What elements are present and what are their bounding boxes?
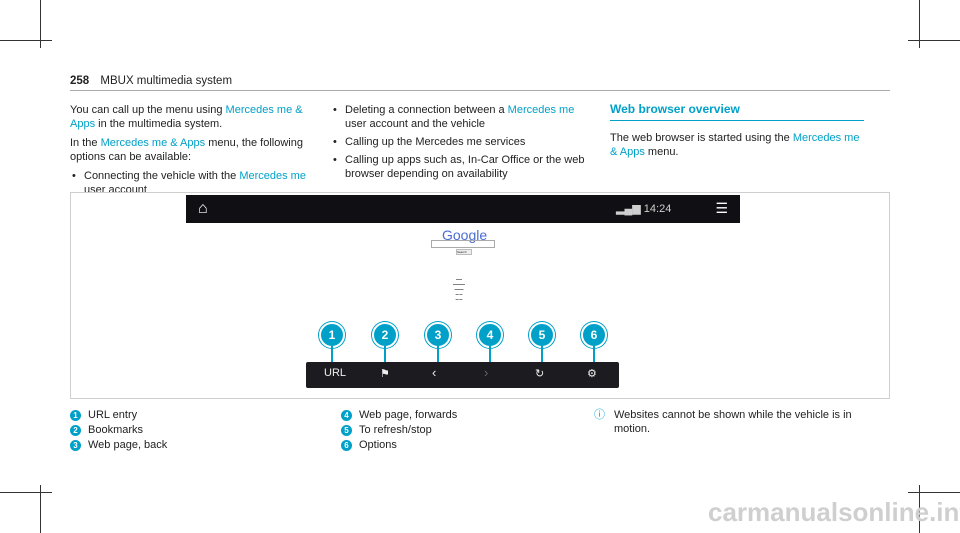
- google-links: ▬▬▬▬▬▬▬▬▬▬ ▬▬ ▬: [453, 277, 465, 301]
- option-list: Deleting a connection between a Mercedes…: [331, 103, 586, 181]
- home-icon[interactable]: ⌂: [198, 200, 208, 217]
- chevron-right-icon[interactable]: ›: [484, 365, 489, 380]
- google-search-button[interactable]: Search: [456, 249, 472, 255]
- gear-icon[interactable]: ⚙: [587, 368, 597, 380]
- option-list: Connecting the vehicle with the Mercedes…: [70, 169, 322, 197]
- callout-1: 1: [319, 322, 345, 348]
- url-button[interactable]: URL: [324, 367, 347, 379]
- figure-frame: [70, 192, 890, 399]
- paragraph: You can call up the menu using Mercedes …: [70, 104, 303, 130]
- note-text: Websites cannot be shown while the vehic…: [614, 409, 852, 435]
- crop-mark: [40, 485, 41, 533]
- callout-stem: [541, 346, 543, 370]
- list-item: Connecting the vehicle with the Mercedes…: [70, 169, 322, 197]
- crop-mark: [919, 0, 920, 48]
- callout-stem: [593, 346, 595, 370]
- callout-4: 4: [477, 322, 503, 348]
- message-icon[interactable]: ☰: [715, 200, 728, 216]
- status-time: ▂▄▆ 14:24: [616, 203, 672, 215]
- browser-page: Google Search ▬▬▬▬▬▬▬▬▬▬ ▬▬ ▬: [186, 223, 740, 363]
- list-item: Deleting a connection between a Mercedes…: [331, 103, 586, 131]
- paragraph: In the Mercedes me & Apps menu, the foll…: [70, 137, 303, 163]
- bookmark-icon[interactable]: ⚑: [380, 368, 390, 380]
- signal-icon: ▂▄▆: [616, 203, 644, 215]
- google-logo: Google: [442, 227, 488, 243]
- crop-mark: [0, 492, 52, 493]
- column-1: You can call up the menu using Mercedes …: [70, 103, 322, 201]
- refresh-icon[interactable]: ↻: [535, 368, 545, 380]
- crop-mark: [908, 492, 960, 493]
- page-number: 258: [70, 75, 90, 87]
- list-item: Calling up the Mercedes me services: [331, 135, 586, 149]
- header-rule: [70, 90, 890, 91]
- column-2: Deleting a connection between a Mercedes…: [331, 103, 586, 185]
- callout-stem: [489, 346, 491, 370]
- callout-stem: [384, 346, 386, 370]
- info-icon: ⓘ: [594, 409, 605, 421]
- crop-mark: [908, 40, 960, 41]
- callout-3: 3: [425, 322, 451, 348]
- crop-mark: [40, 0, 41, 48]
- google-search-input[interactable]: [431, 240, 495, 248]
- info-note: ⓘ Websites cannot be shown while the veh…: [594, 408, 874, 436]
- section-title: MBUX multimedia system: [100, 75, 233, 87]
- callout-stem: [437, 346, 439, 370]
- paragraph: The web browser is started using the Mer…: [610, 132, 860, 158]
- callout-2: 2: [372, 322, 398, 348]
- crop-mark: [919, 485, 920, 533]
- crop-mark: [0, 40, 52, 41]
- callout-stem: [331, 346, 333, 370]
- chevron-left-icon[interactable]: ‹: [432, 365, 437, 380]
- callout-6: 6: [581, 322, 607, 348]
- callout-row: 1 2 3 4 5 6: [0, 322, 960, 370]
- section-heading: Web browser overview: [610, 102, 740, 116]
- browser-toolbar: URL ⚑ ‹ › ↻ ⚙: [306, 362, 619, 388]
- screen-status-bar: ⌂ ▂▄▆ 14:24 ☰: [186, 195, 740, 223]
- page-header: 258 MBUX multimedia system: [70, 75, 232, 87]
- menu-link: Mercedes me & Apps: [70, 104, 303, 130]
- menu-link: Mercedes me & Apps: [100, 137, 206, 149]
- section-rule: [610, 120, 864, 121]
- column-3: Web browser overview The web browser is …: [610, 102, 865, 164]
- callout-5: 5: [529, 322, 555, 348]
- list-item: Calling up apps such as, In-Car Office o…: [331, 153, 586, 181]
- watermark: carmanualsonline.info: [708, 497, 960, 527]
